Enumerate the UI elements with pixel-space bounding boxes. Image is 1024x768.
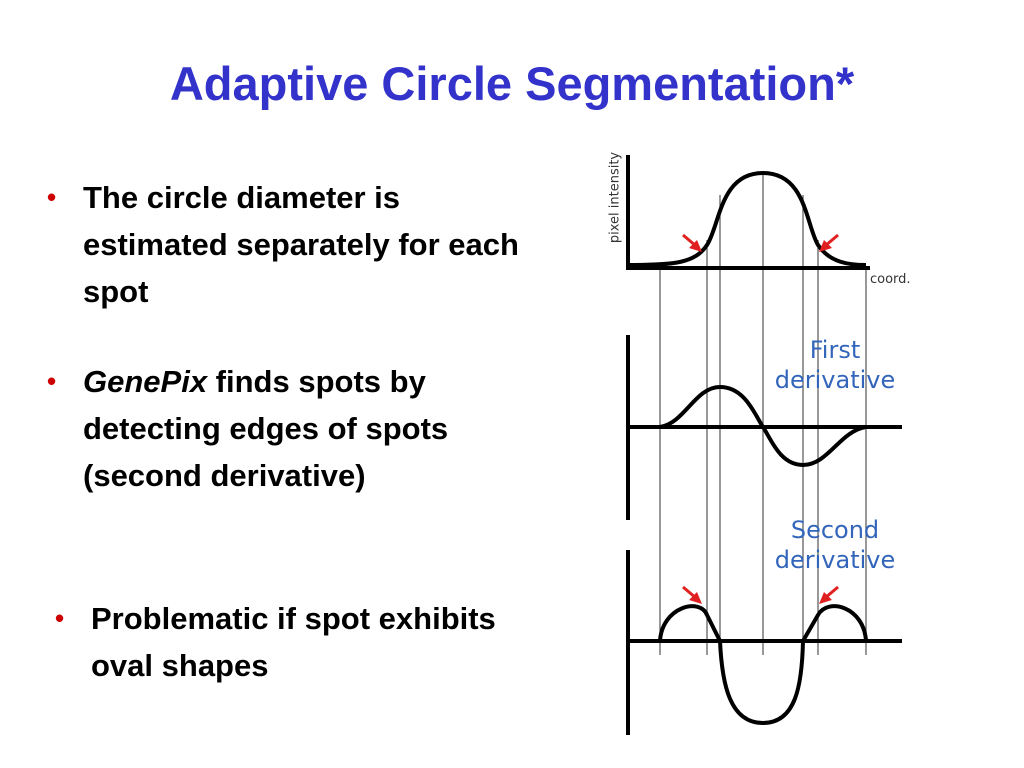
intensity-plot [626,155,870,270]
bullet-dot: • [47,182,57,212]
arrow-icon [819,233,839,252]
second-derivative-plot [626,550,902,735]
slide-title: Adaptive Circle Segmentation* [169,57,855,110]
arrow-icon [682,585,702,604]
y-axis-label: pixel intensity [607,151,623,244]
arrow-icon [819,585,839,604]
bullet-text: The circle diameter is estimated separat… [83,180,519,309]
bullet-dot: • [55,603,65,633]
edge-arrows [682,233,839,604]
x-axis-label: coord. [870,272,911,287]
second-derivative-label: Second derivative [774,516,896,574]
bullet-item-3: • Problematic if spot exhibits oval shap… [55,595,511,689]
bullet-item-1: • The circle diameter is estimated separ… [47,174,523,315]
arrow-icon [682,233,702,252]
derivative-figure [626,155,902,735]
bullet-item-2: • GenePix finds spots by detecting edges… [47,358,533,499]
first-derivative-plot [626,335,902,520]
first-derivative-curve [659,384,867,468]
second-derivative-curve [658,604,868,726]
bullet-dot: • [47,366,57,396]
intensity-curve [629,170,867,267]
bullet-text: Problematic if spot exhibits oval shapes [91,601,496,683]
bullet-emphasis: GenePix [83,364,208,399]
bullet-text: finds spots by detecting edges of spots … [83,364,449,493]
first-derivative-label: First derivative [774,336,896,394]
